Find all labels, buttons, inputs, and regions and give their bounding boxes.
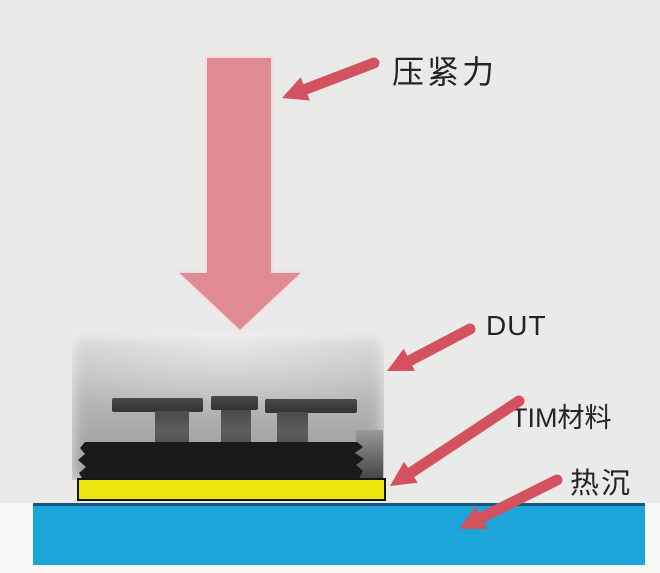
dut-pin-middle-stem: [221, 410, 251, 444]
dut-die-band: [78, 442, 364, 480]
force-label: 压紧力: [392, 53, 498, 91]
dut-package: [72, 334, 384, 480]
heatsink-bar: [33, 503, 645, 565]
dut-label: DUT: [486, 310, 547, 341]
dut-pin-left-stem: [155, 411, 189, 445]
dut-pin-right-stem: [277, 412, 308, 446]
tim-layer: [77, 478, 386, 501]
dut-pin-right-cap: [265, 399, 357, 413]
dut-pin-middle-cap: [211, 396, 258, 410]
tim-label: TIM材料: [511, 403, 612, 433]
dut-pin-left-cap: [112, 398, 203, 412]
heatsink-label: 热沉: [570, 466, 633, 500]
